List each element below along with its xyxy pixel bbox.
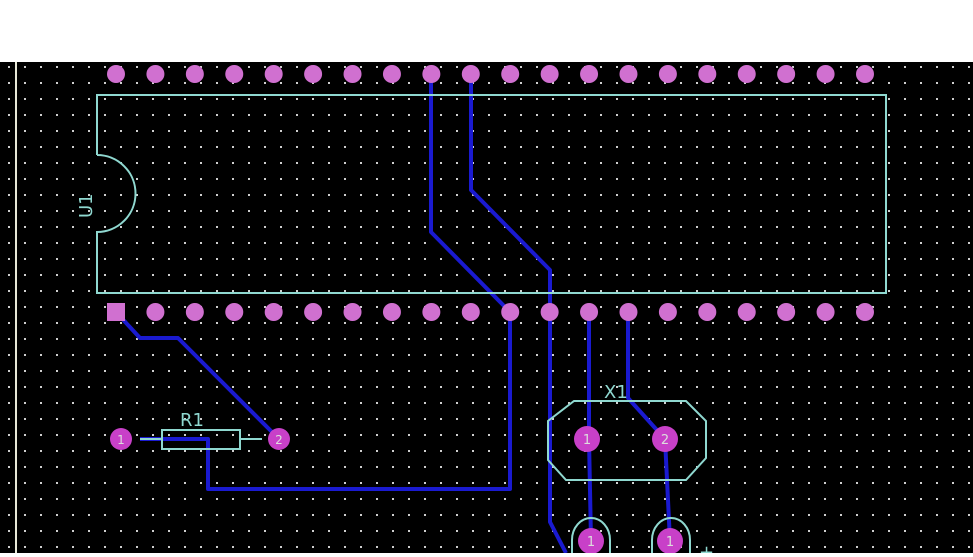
pcb-canvas[interactable]: U1 R1 1 2 X1 1 2 1 1 + [0, 62, 973, 557]
u1-pad[interactable] [107, 65, 125, 83]
u1-pad[interactable] [698, 65, 717, 83]
trace [626, 312, 672, 542]
u1-pad[interactable] [856, 65, 874, 83]
pad-number: 1 [583, 433, 591, 448]
u1-pad[interactable] [225, 65, 244, 83]
polarity-mark: + [699, 542, 714, 553]
bottom-left-pad-1[interactable]: 1 [578, 528, 604, 554]
x1-outline [547, 400, 707, 481]
bottom-left-outline [571, 517, 611, 557]
u1-pad[interactable] [343, 303, 362, 321]
u1-label: U1 [76, 193, 97, 218]
u1-pad[interactable] [382, 303, 401, 321]
u1-pad[interactable] [422, 303, 441, 321]
u1-pad[interactable] [185, 65, 204, 83]
u1-pad[interactable] [185, 303, 204, 321]
u1-pad[interactable] [540, 303, 559, 321]
u1-pins [107, 65, 874, 321]
u1-pad[interactable] [619, 65, 638, 83]
u1-pad[interactable] [264, 65, 283, 83]
u1-pad[interactable] [698, 303, 717, 321]
pad-number: 1 [587, 535, 595, 550]
u1-pad[interactable] [264, 303, 283, 321]
u1-pad[interactable] [146, 65, 165, 83]
traces [114, 74, 672, 554]
u1-pad[interactable] [737, 65, 756, 83]
u1-pad[interactable] [501, 303, 520, 321]
u1-pad[interactable] [580, 65, 599, 83]
u1-pad[interactable] [658, 303, 677, 321]
pad-number: 2 [661, 433, 669, 448]
pcb-board[interactable]: U1 R1 1 2 X1 1 2 1 1 + [0, 62, 973, 557]
trace [140, 74, 512, 491]
u1-pad[interactable] [461, 303, 480, 321]
r1-pad-2[interactable]: 2 [268, 428, 290, 450]
r1-label: R1 [180, 410, 204, 431]
u1-pad[interactable] [816, 65, 835, 83]
u1-pad[interactable] [540, 65, 559, 83]
u1-pad[interactable] [382, 65, 401, 83]
u1-pad[interactable] [461, 65, 480, 83]
bottom-right-outline [651, 517, 691, 557]
u1-pad[interactable] [422, 65, 441, 83]
x1-pad-1[interactable]: 1 [574, 426, 600, 452]
u1-pad[interactable] [304, 303, 323, 321]
trace [469, 74, 568, 554]
u1-pad[interactable] [146, 303, 165, 321]
u1-pad[interactable] [658, 65, 677, 83]
u1-pad[interactable] [580, 303, 599, 321]
bottom-right-pad-1[interactable]: 1 [657, 528, 683, 554]
x1-label: X1 [604, 382, 628, 403]
pad-number: 2 [275, 433, 283, 447]
u1-pad[interactable] [856, 303, 874, 321]
r1-pad-1[interactable]: 1 [110, 428, 132, 450]
u1-pad[interactable] [501, 65, 520, 83]
u1-pad[interactable] [777, 65, 796, 83]
u1-pad[interactable] [737, 303, 756, 321]
r1-outline [140, 429, 262, 450]
u1-pad[interactable] [816, 303, 835, 321]
u1-pad[interactable] [777, 303, 796, 321]
pad-number: 1 [666, 535, 674, 550]
u1-pad[interactable] [343, 65, 362, 83]
u1-pad[interactable] [225, 303, 244, 321]
u1-outline [96, 94, 887, 294]
x1-pad-2[interactable]: 2 [652, 426, 678, 452]
pad-number: 1 [117, 433, 125, 447]
u1-pad[interactable] [107, 303, 125, 321]
trace [114, 310, 280, 440]
u1-pad[interactable] [304, 65, 323, 83]
u1-pad[interactable] [619, 303, 638, 321]
